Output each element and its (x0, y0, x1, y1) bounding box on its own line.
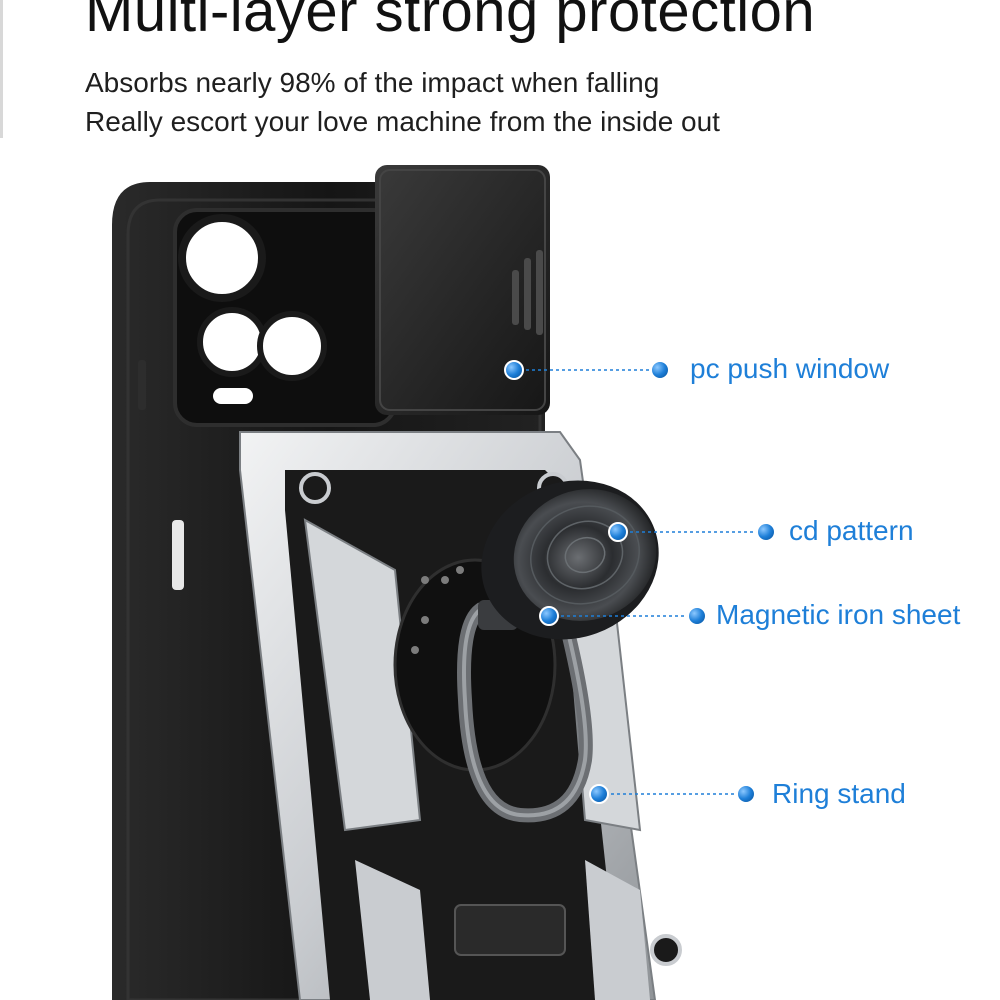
callout-dot-pc-push-window-end (650, 360, 670, 380)
callout-dot-pc-push-window-start (504, 360, 524, 380)
callout-dot-ring-stand-end (736, 784, 756, 804)
callout-cd-pattern: cd pattern (789, 515, 914, 546)
subtitle-line-2: Really escort your love machine from the… (85, 106, 720, 137)
cd-pattern-ring (481, 480, 659, 640)
callout-magnetic-iron-sheet: Magnetic iron sheet (716, 599, 961, 630)
callout-dot-cd-pattern-start (608, 522, 628, 542)
callout-dot-magnetic-sheet-start (539, 606, 559, 626)
callout-dot-cd-pattern-end (756, 522, 776, 542)
callout-dot-ring-stand-start (589, 784, 609, 804)
page-heading: Multi-layer strong protection (85, 0, 816, 44)
callout-leaders (504, 360, 776, 804)
callout-dot-magnetic-sheet-end (687, 606, 707, 626)
subtitle-line-1: Absorbs nearly 98% of the impact when fa… (85, 67, 660, 98)
left-edge-strip (0, 0, 3, 138)
camera-module (173, 208, 397, 427)
callout-pc-push-window: pc push window (690, 353, 890, 384)
camera-slider-cover (375, 165, 550, 415)
callout-ring-stand: Ring stand (772, 778, 906, 809)
